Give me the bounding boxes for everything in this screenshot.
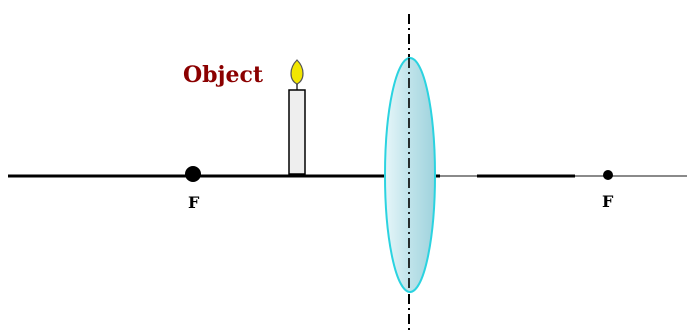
focal-point-right-label: F — [602, 192, 614, 211]
flame-icon — [290, 59, 304, 85]
focal-point-right-dot — [603, 170, 613, 180]
convex-lens-icon — [384, 57, 436, 293]
focal-point-left-dot — [185, 166, 201, 182]
object-label: Object — [183, 62, 264, 88]
candle-icon — [288, 59, 306, 175]
focal-point-left-label: F — [188, 193, 200, 212]
candle-body — [288, 89, 306, 175]
